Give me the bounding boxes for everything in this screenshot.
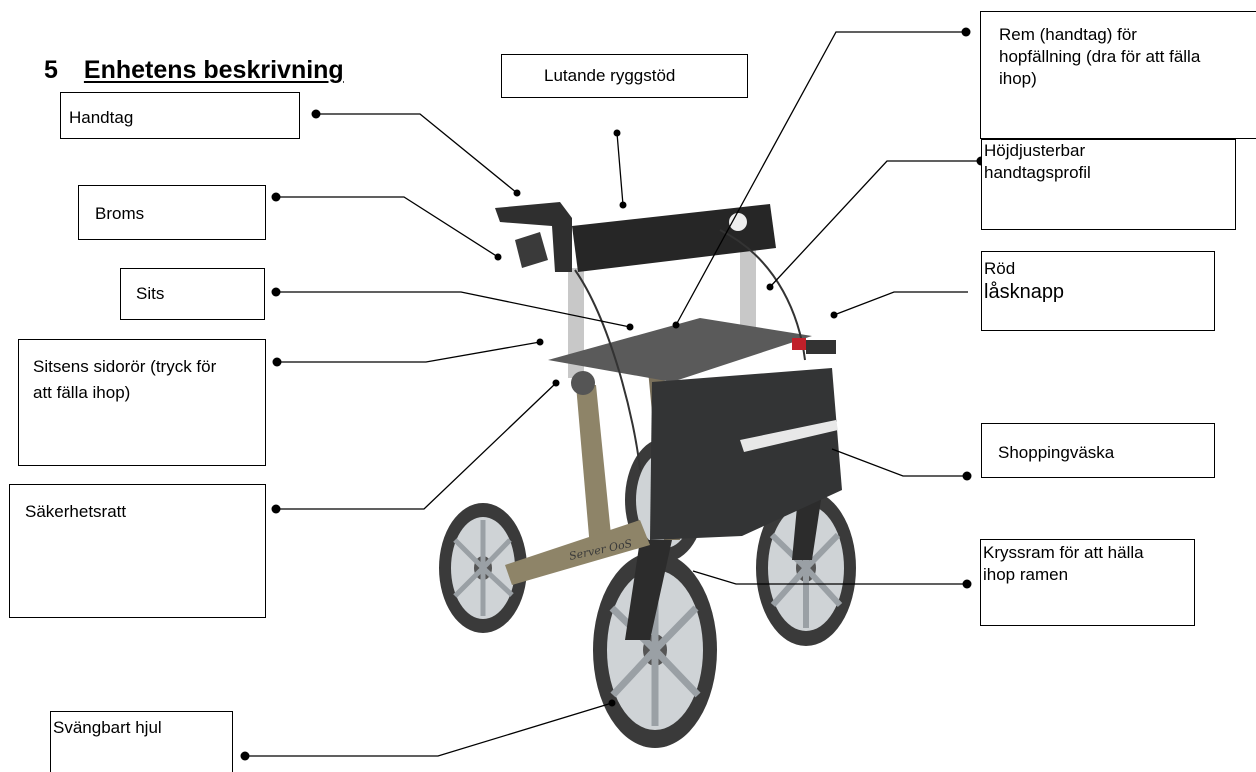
section-number: 5 [44,56,58,84]
shopping-bag [650,368,842,540]
seat [548,318,812,382]
label-broms: Broms [78,185,266,240]
leader-sidoror [277,341,541,363]
section-heading: 5 Enhetens beskrivning [44,56,344,85]
label-sits: Sits [120,268,265,320]
brake-lever [515,232,548,268]
handle-tube-left [568,268,584,378]
leader-sakerhet [276,382,557,510]
leader-hjul [245,702,613,757]
leader-shopping [831,448,967,477]
label-sitsens-sidoror: Sitsens sidorör (tryck för att fälla iho… [18,339,266,466]
handle-left [495,202,572,272]
label-lutande-ryggstod: Lutande ryggstöd [501,54,748,98]
leader-sits [276,291,631,328]
label-sakerhetsratt: Säkerhetsratt [9,484,266,618]
leader-kryssram [692,570,967,585]
leader-handtag [316,113,518,194]
handle-tube-right [740,250,756,350]
label-rem: Rem (handtag) för hopfällning (dra för a… [980,11,1256,139]
safety-knob [571,371,595,395]
leader-rod [833,291,968,316]
label-hojdjusterbar: Höjdjusterbar handtagsprofil [981,139,1236,230]
label-shoppingvaska: Shoppingväska [981,423,1215,478]
leader-ryggstod [616,132,624,206]
leader-broms [276,196,499,258]
leader-hojdjusterbar [769,160,981,288]
section-title: Enhetens beskrivning [83,56,344,84]
label-kryssram: Kryssram för att hälla ihop ramen [980,539,1195,626]
red-lock-button [792,338,806,350]
label-svangbart-hjul: Svängbart hjul [50,711,233,772]
rear-left-wheel [439,503,527,633]
label-handtag: Handtag [60,92,300,139]
leader-rem [675,31,966,326]
front-fork [625,540,672,640]
backrest [572,204,776,272]
label-rod-lasknapp: Röd låsknapp [981,251,1215,331]
